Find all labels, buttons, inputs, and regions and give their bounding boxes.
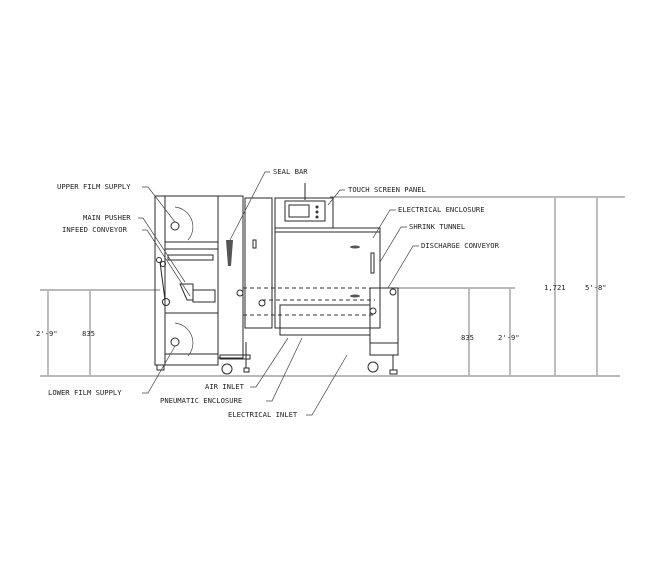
discharge-conveyor [367,287,399,375]
label-main-pusher: MAIN PUSHER [83,213,131,222]
label-air-inlet: AIR INLET [205,382,245,391]
label-discharge-conveyor: DISCHARGE CONVEYOR [421,241,500,250]
dim-right-conveyor-imperial: 2'-9" [498,333,520,342]
lower-film-roll [170,337,180,347]
dim-total-height-metric: 1,721 [544,283,566,292]
label-infeed-conveyor: INFEED CONVEYOR [62,225,128,234]
dim-right-conveyor-metric: 835 [461,333,474,342]
leader-lines [138,171,419,416]
shrink-tunnel-body [236,183,398,336]
seal-bar-column [217,195,251,375]
label-touch-screen-panel: TOUCH SCREEN PANEL [348,185,426,194]
label-electrical-inlet: ELECTRICAL INLET [228,410,298,419]
label-electrical-enclosure: ELECTRICAL ENCLOSURE [398,205,485,214]
upper-film-roll [170,221,180,231]
dim-left-imperial: 2'-9" [36,329,58,338]
dimension-lines [40,196,625,377]
label-lower-film-supply: LOWER FILM SUPPLY [48,388,122,397]
label-pneumatic-enclosure: PNEUMATIC ENCLOSURE [160,396,242,405]
film-unit [154,195,219,371]
seal-bar [226,240,233,266]
dim-left-metric: 835 [82,329,95,338]
label-seal-bar: SEAL BAR [273,167,308,176]
label-upper-film-supply: UPPER FILM SUPPLY [57,182,131,191]
dim-total-height-imperial: 5'-8" [585,283,607,292]
touch-screen-panel [284,200,326,222]
label-shrink-tunnel: SHRINK TUNNEL [409,222,465,231]
